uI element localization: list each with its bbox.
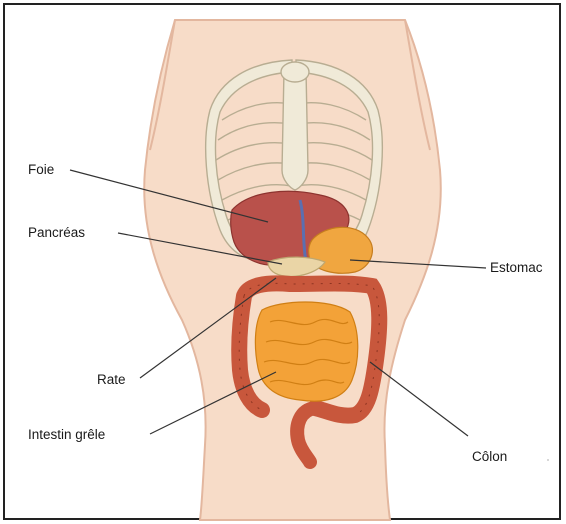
label-pancreas: Pancréas [28, 225, 85, 240]
sternum [282, 64, 308, 190]
clavicle-joint [281, 62, 309, 82]
small-intestine [255, 302, 357, 401]
label-colon: Côlon [472, 449, 507, 464]
label-intestin: Intestin grêle [28, 427, 105, 442]
label-foie: Foie [28, 162, 54, 177]
label-rate: Rate [97, 372, 126, 387]
decorative-dot [547, 459, 549, 461]
label-estomac: Estomac [490, 260, 543, 275]
